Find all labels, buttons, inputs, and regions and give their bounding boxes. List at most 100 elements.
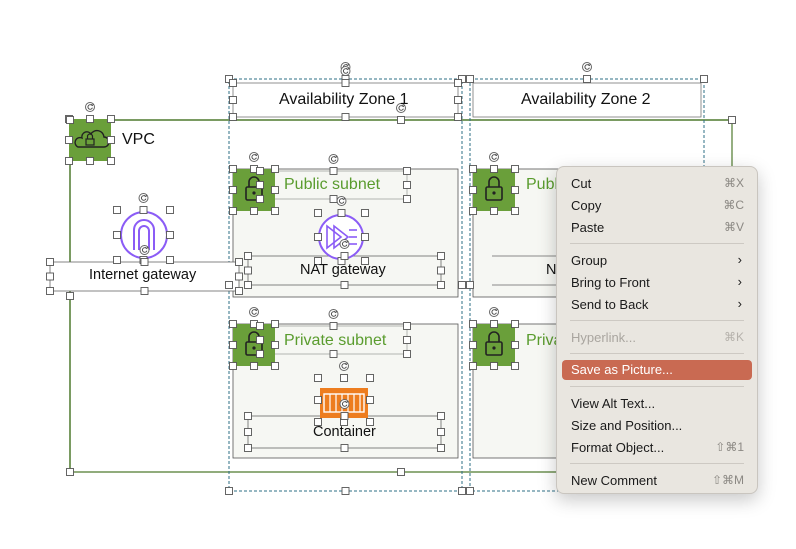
resize-handle[interactable]: [511, 165, 519, 173]
resize-handle[interactable]: [341, 487, 350, 495]
private-subnet-1-lock-icon[interactable]: [233, 324, 275, 366]
rotate-handle-icon[interactable]: [340, 66, 351, 76]
resize-handle[interactable]: [397, 468, 405, 476]
resize-handle[interactable]: [490, 320, 498, 328]
resize-handle[interactable]: [244, 444, 252, 452]
resize-handle[interactable]: [139, 206, 148, 214]
resize-handle[interactable]: [107, 136, 115, 144]
resize-handle[interactable]: [46, 287, 54, 295]
rotate-handle-icon[interactable]: [339, 399, 350, 409]
resize-handle[interactable]: [46, 258, 54, 266]
resize-handle[interactable]: [229, 79, 237, 87]
vpc-cloud-lock-icon[interactable]: [69, 119, 111, 161]
resize-handle[interactable]: [250, 207, 258, 215]
resize-handle[interactable]: [454, 96, 462, 104]
resize-handle[interactable]: [366, 396, 374, 404]
rotate-handle-icon[interactable]: [339, 239, 350, 249]
resize-handle[interactable]: [235, 287, 243, 295]
resize-handle[interactable]: [256, 181, 264, 189]
resize-handle[interactable]: [403, 322, 411, 330]
resize-handle[interactable]: [314, 418, 322, 426]
resize-handle[interactable]: [229, 207, 237, 215]
resize-handle[interactable]: [65, 157, 73, 165]
resize-handle[interactable]: [341, 79, 350, 87]
resize-handle[interactable]: [250, 362, 258, 370]
resize-handle[interactable]: [225, 487, 233, 495]
resize-handle[interactable]: [469, 207, 477, 215]
resize-handle[interactable]: [244, 428, 252, 436]
resize-handle[interactable]: [314, 209, 322, 217]
rotate-handle-icon[interactable]: [139, 245, 150, 255]
resize-handle[interactable]: [225, 75, 233, 83]
resize-handle[interactable]: [583, 75, 591, 83]
menu-item-save-as-picture[interactable]: Save as Picture...: [562, 360, 752, 380]
resize-handle[interactable]: [341, 113, 350, 121]
resize-handle[interactable]: [166, 206, 174, 214]
menu-item-size-and-position[interactable]: Size and Position...: [562, 416, 752, 436]
resize-handle[interactable]: [511, 362, 519, 370]
resize-handle[interactable]: [256, 322, 264, 330]
resize-handle[interactable]: [403, 350, 411, 358]
menu-item-view-alt-text[interactable]: View Alt Text...: [562, 394, 752, 414]
resize-handle[interactable]: [271, 165, 279, 173]
resize-handle[interactable]: [107, 115, 115, 123]
resize-handle[interactable]: [329, 167, 338, 175]
resize-handle[interactable]: [113, 256, 121, 264]
rotate-handle-icon[interactable]: [328, 309, 339, 319]
resize-handle[interactable]: [728, 116, 736, 124]
resize-handle[interactable]: [437, 266, 445, 275]
resize-handle[interactable]: [229, 165, 237, 173]
menu-item-new-comment[interactable]: New Comment ⇧⌘M: [562, 471, 752, 491]
resize-handle[interactable]: [454, 79, 462, 87]
rotate-handle-icon[interactable]: [249, 307, 259, 317]
resize-handle[interactable]: [46, 272, 54, 281]
resize-handle[interactable]: [511, 320, 519, 328]
resize-handle[interactable]: [469, 186, 477, 194]
resize-handle[interactable]: [271, 207, 279, 215]
resize-handle[interactable]: [113, 231, 121, 239]
resize-handle[interactable]: [65, 136, 73, 144]
resize-handle[interactable]: [140, 287, 149, 295]
rotate-handle-icon[interactable]: [328, 154, 339, 164]
resize-handle[interactable]: [458, 75, 466, 83]
resize-handle[interactable]: [314, 257, 322, 265]
resize-handle[interactable]: [229, 186, 237, 194]
resize-handle[interactable]: [314, 374, 322, 382]
resize-handle[interactable]: [437, 444, 445, 452]
container-icon[interactable]: [320, 388, 368, 418]
resize-handle[interactable]: [340, 412, 349, 420]
resize-handle[interactable]: [458, 281, 466, 289]
resize-handle[interactable]: [107, 157, 115, 165]
resize-handle[interactable]: [256, 167, 264, 175]
menu-item-paste[interactable]: Paste ⌘V: [562, 218, 752, 238]
resize-handle[interactable]: [229, 362, 237, 370]
resize-handle[interactable]: [340, 444, 349, 452]
context-menu[interactable]: Cut ⌘X Copy ⌘C Paste ⌘V Group › Bring to…: [556, 166, 758, 494]
rotate-handle-icon[interactable]: [85, 102, 95, 112]
resize-handle[interactable]: [140, 258, 149, 266]
resize-handle[interactable]: [329, 322, 338, 330]
resize-handle[interactable]: [458, 487, 466, 495]
selection-handles[interactable]: [46, 62, 736, 495]
menu-item-send-to-back[interactable]: Send to Back ›: [562, 295, 752, 315]
rotate-handle-icon[interactable]: [489, 152, 499, 162]
resize-handle[interactable]: [511, 341, 519, 349]
resize-handle[interactable]: [469, 341, 477, 349]
resize-handle[interactable]: [235, 272, 243, 281]
resize-handle[interactable]: [86, 157, 94, 165]
resize-handle[interactable]: [337, 209, 346, 217]
resize-handle[interactable]: [340, 281, 349, 289]
resize-handle[interactable]: [454, 113, 462, 121]
public-subnet-1-lock-icon[interactable]: [233, 169, 275, 211]
resize-handle[interactable]: [271, 320, 279, 328]
resize-handle[interactable]: [229, 320, 237, 328]
resize-handle[interactable]: [700, 75, 708, 83]
resize-handle[interactable]: [361, 257, 369, 265]
resize-handle[interactable]: [256, 195, 264, 203]
rotate-handle-icon[interactable]: [582, 62, 592, 72]
resize-handle[interactable]: [437, 281, 445, 289]
resize-handle[interactable]: [437, 428, 445, 436]
resize-handle[interactable]: [271, 186, 279, 194]
private-subnet-2-lock-icon[interactable]: [473, 324, 515, 366]
resize-handle[interactable]: [511, 186, 519, 194]
